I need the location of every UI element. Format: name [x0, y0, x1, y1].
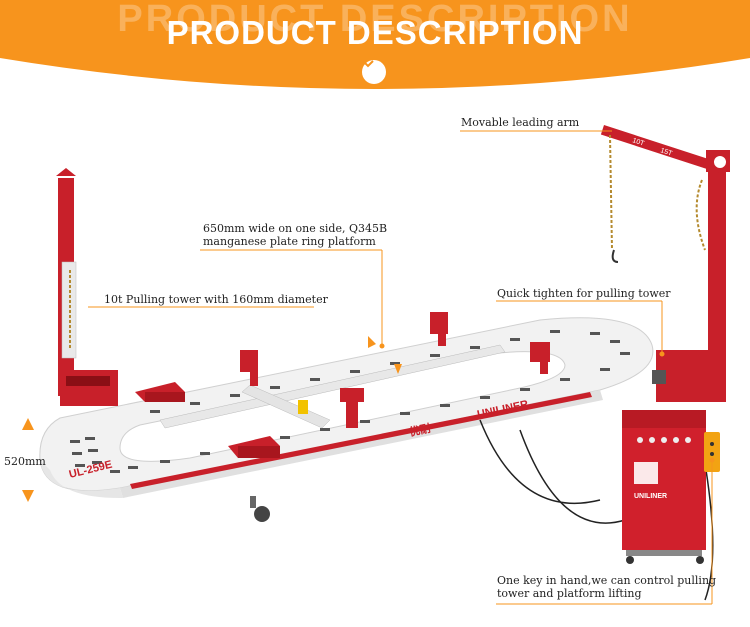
label-height: 520mm [4, 455, 46, 468]
arm-left-mark: 10T [631, 137, 645, 148]
label-platform-line1: 650mm wide on one side, Q345B [203, 222, 388, 235]
label-quick-tighten: Quick tighten for pulling tower [497, 287, 671, 300]
label-movable-arm: Movable leading arm [461, 116, 580, 129]
label-platform-line2: manganese plate ring platform [203, 235, 376, 248]
left-pulling-tower [56, 168, 118, 406]
arm-right-mark: 15T [659, 147, 673, 158]
arrow-down-icon [22, 490, 34, 502]
header-banner: PRODUCT DESCRIPTION PRODUCT DESCRIPTION [0, 0, 750, 96]
page-title: PRODUCT DESCRIPTION [166, 14, 584, 51]
control-cabinet: UNILINER [622, 410, 720, 564]
right-pulling-tower: 10T 15T [600, 125, 730, 402]
label-control-line1: One key in hand,we can control pulling [497, 574, 717, 587]
cabinet-brand-text: UNILINER [634, 493, 667, 500]
banner-ghost-title: PRODUCT DESCRIPTION [117, 0, 633, 40]
label-control-line2: tower and platform lifting [497, 587, 642, 600]
chevron-down-button[interactable] [362, 60, 386, 84]
brand-cn-text: 优耐 [408, 421, 432, 439]
arrow-up-icon [22, 418, 34, 430]
banner-background [0, 0, 750, 89]
chevron-down-icon [362, 60, 374, 68]
label-pulling-tower: 10t Pulling tower with 160mm diameter [104, 293, 328, 306]
